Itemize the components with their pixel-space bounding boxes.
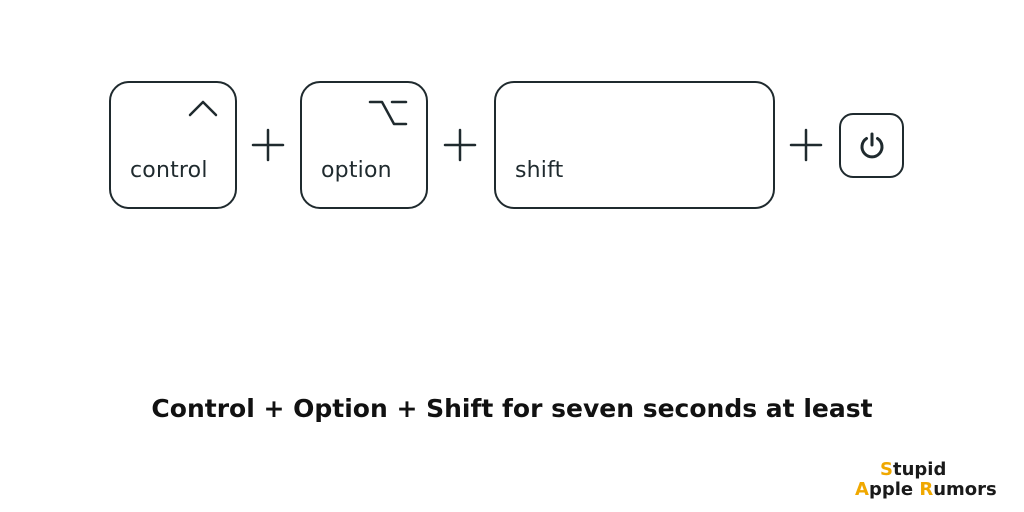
plus-icon <box>251 128 285 162</box>
option-key-icon <box>368 99 408 131</box>
logo-line-2: Apple Rumors <box>855 479 997 500</box>
shift-key: shift <box>494 81 775 209</box>
power-key <box>839 113 904 178</box>
control-caret-icon <box>187 97 219 121</box>
power-icon <box>860 132 883 158</box>
plus-icon <box>443 128 477 162</box>
caption: Control + Option + Shift for seven secon… <box>151 394 873 423</box>
plus-icon <box>789 128 823 162</box>
site-logo: Stupid Apple Rumors <box>853 460 1013 504</box>
shift-key-label: shift <box>515 158 564 183</box>
option-key: option <box>300 81 428 209</box>
option-key-label: option <box>321 158 392 183</box>
control-key-label: control <box>130 158 208 183</box>
logo-line-1: Stupid <box>880 459 947 480</box>
control-key: control <box>109 81 237 209</box>
